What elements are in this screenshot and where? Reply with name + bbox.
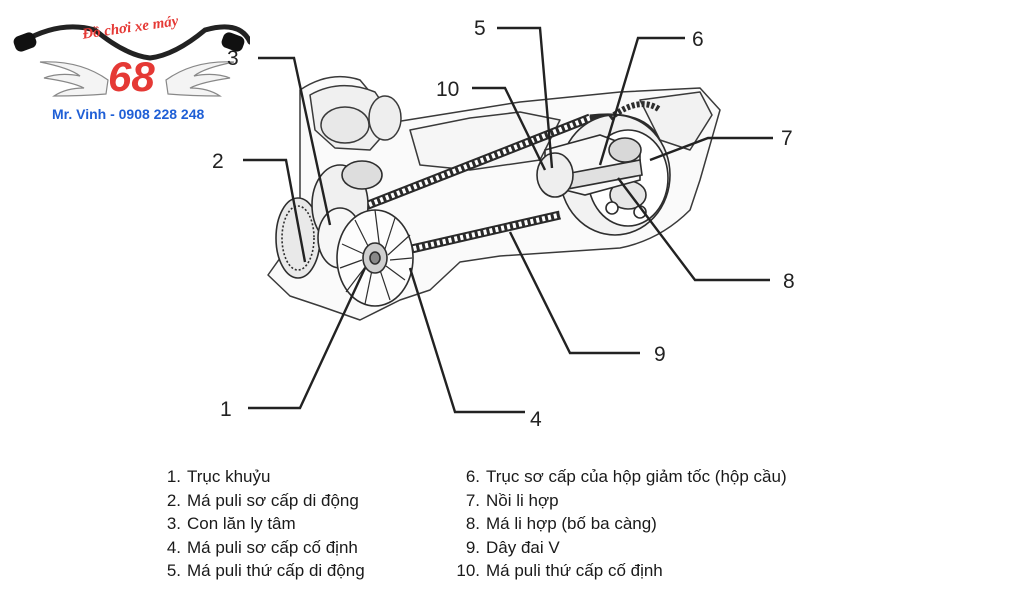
legend-item-2: 2.Má puli sơ cấp di động bbox=[166, 490, 359, 510]
logo-contact-text: Mr. Vinh - 0908 228 248 bbox=[52, 106, 205, 122]
callout-4: 4 bbox=[530, 408, 542, 431]
callout-9: 9 bbox=[654, 343, 666, 366]
callout-10: 10 bbox=[436, 78, 460, 101]
logo-graphic bbox=[13, 24, 253, 97]
callout-3: 3 bbox=[227, 47, 239, 70]
callout-7: 7 bbox=[781, 127, 793, 150]
callout-1: 1 bbox=[220, 398, 232, 421]
legend-item-1: 1.Trục khuỷu bbox=[166, 467, 271, 486]
legend-item-5: 5.Má puli thứ cấp di động bbox=[166, 561, 365, 580]
primary-pulley bbox=[275, 160, 414, 307]
leader-lines bbox=[243, 26, 773, 414]
legend-left: 1.Trục khuỷu 2.Má puli sơ cấp di động 3.… bbox=[153, 465, 365, 583]
callout-2: 2 bbox=[212, 150, 224, 173]
legend-item-4: 4.Má puli sơ cấp cố định bbox=[166, 537, 358, 557]
logo-number: 68 bbox=[108, 53, 155, 100]
callout-5: 5 bbox=[474, 17, 486, 40]
legend-item-9: 9.Dây đai V bbox=[465, 537, 560, 557]
legend-right: 6.Trục sơ cấp của hộp giảm tốc (hộp cầu)… bbox=[452, 465, 787, 583]
callout-6: 6 bbox=[692, 28, 704, 51]
legend-item-6: 6.Trục sơ cấp của hộp giảm tốc (hộp cầu) bbox=[465, 467, 787, 486]
legend-item-10: 10.Má puli thứ cấp cố định bbox=[456, 561, 663, 580]
secondary-pulley bbox=[536, 101, 671, 236]
shop-logo: Đồ chơi xe máy 68 Mr. Vinh - 0908 228 24… bbox=[0, 0, 253, 130]
callout-8: 8 bbox=[783, 270, 795, 293]
legend-item-3: 3.Con lăn ly tâm bbox=[166, 514, 296, 533]
legend-item-7: 7.Nồi li hợp bbox=[465, 490, 559, 510]
legend-item-8: 8.Má li hợp (bố ba càng) bbox=[465, 514, 657, 533]
